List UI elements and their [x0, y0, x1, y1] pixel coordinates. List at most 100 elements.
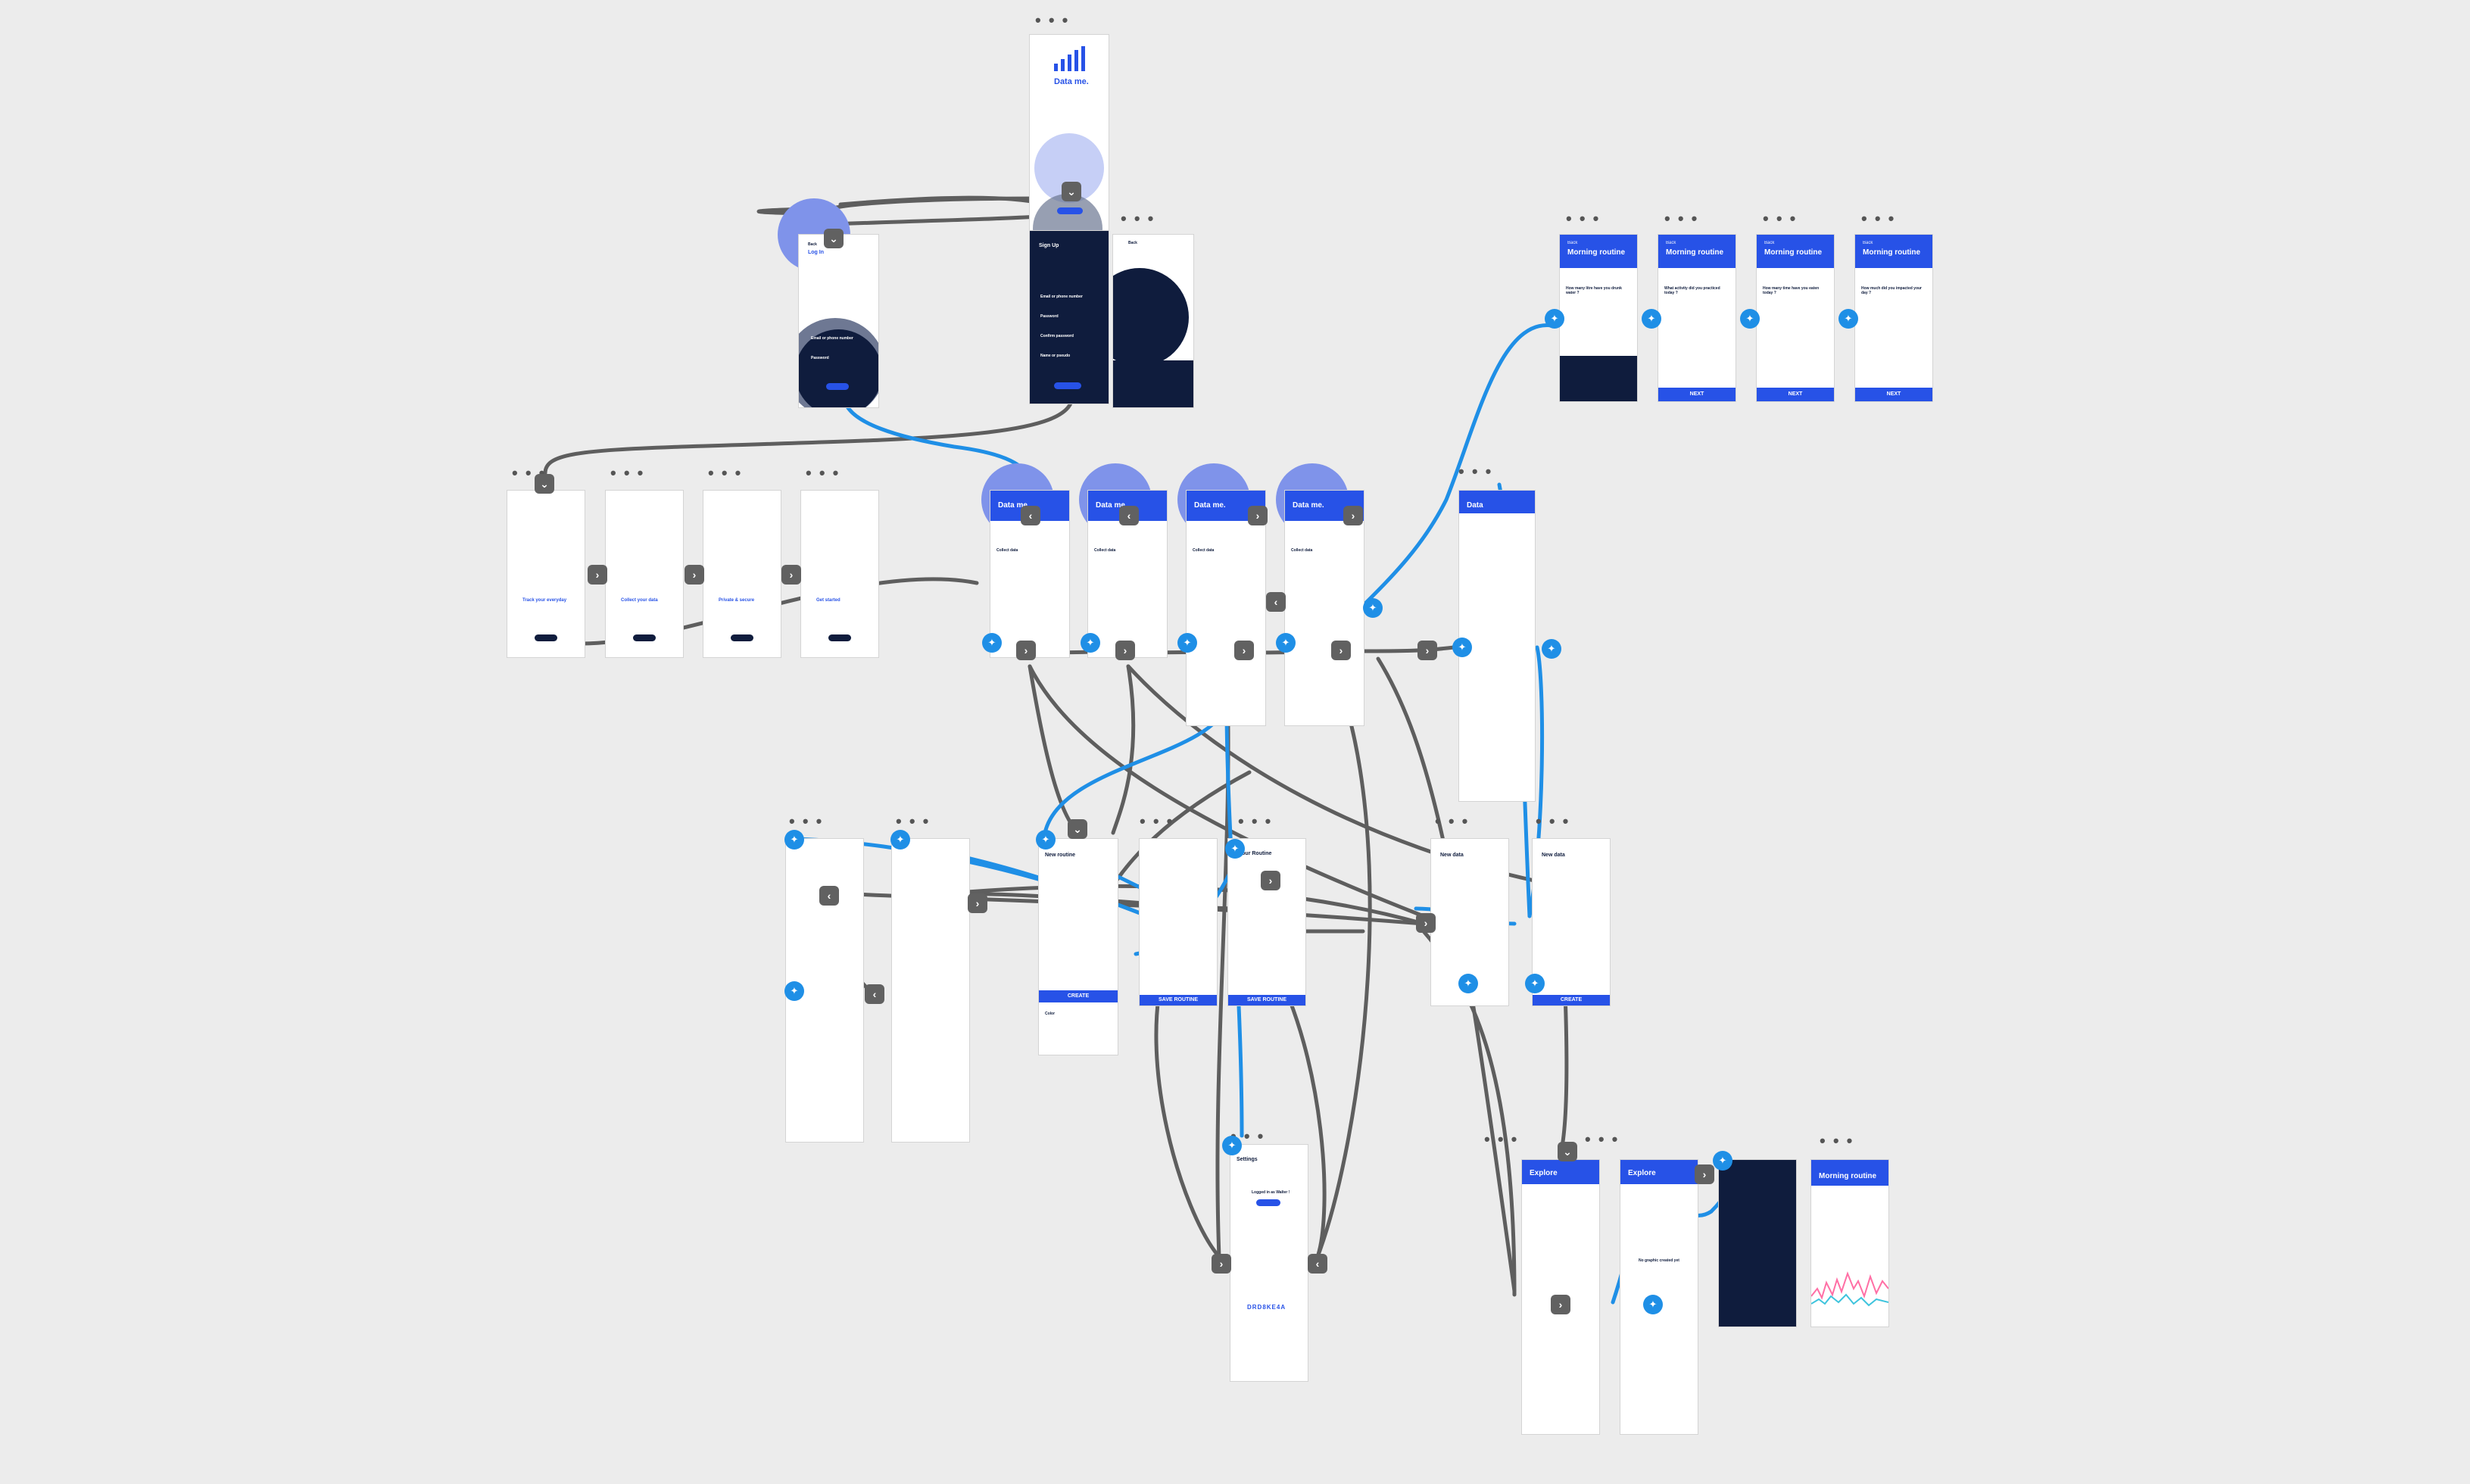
splash-title: Data me.: [1054, 77, 1089, 86]
logout-button[interactable]: [1256, 1199, 1280, 1206]
frame-menu-dots[interactable]: • • •: [789, 812, 824, 831]
connector-node[interactable]: ›: [968, 893, 987, 913]
login-screen: Back Log In Email or phone number Passwo…: [799, 235, 878, 407]
frame-menu-dots[interactable]: • • •: [1820, 1131, 1854, 1150]
next-button[interactable]: NEXT: [1658, 388, 1736, 401]
connector-node[interactable]: ⌄: [1558, 1142, 1577, 1161]
connector-node[interactable]: ›: [1417, 641, 1437, 660]
onboarding-title: Private & secure: [719, 598, 755, 603]
frame-menu-dots[interactable]: • • •: [806, 463, 840, 482]
frame-menu-dots[interactable]: • • •: [1484, 1130, 1519, 1149]
frame-menu-dots[interactable]: • • •: [1121, 209, 1155, 228]
connector-node[interactable]: ›: [1234, 641, 1254, 660]
connector-node[interactable]: ‹: [1308, 1254, 1327, 1274]
frame-menu-dots[interactable]: • • •: [1585, 1130, 1620, 1149]
signup-keyboard-screen: Back: [1113, 235, 1193, 407]
connector-node[interactable]: ⌄: [1062, 182, 1081, 201]
line-chart-2: [1811, 1293, 1888, 1307]
signup-title: Sign Up: [1039, 243, 1059, 248]
pin-icon[interactable]: ✦: [1222, 1136, 1242, 1155]
pin-icon[interactable]: ✦: [890, 830, 910, 850]
connector-node[interactable]: ⌄: [824, 229, 844, 248]
pin-icon[interactable]: ✦: [1458, 974, 1478, 993]
connector-node[interactable]: ‹: [1021, 506, 1040, 525]
onboarding-title: Get started: [816, 598, 840, 603]
frame-menu-dots[interactable]: • • •: [1238, 812, 1273, 831]
onboarding-next-button[interactable]: [828, 634, 851, 641]
pin-icon[interactable]: ✦: [1643, 1295, 1663, 1314]
connector-node[interactable]: ‹: [819, 886, 839, 906]
pin-icon[interactable]: ✦: [784, 830, 804, 850]
frame-menu-dots[interactable]: • • •: [1140, 812, 1174, 831]
onboarding-title: Collect your data: [621, 598, 658, 603]
onboarding-next-button[interactable]: [731, 634, 753, 641]
connector-node[interactable]: ›: [1212, 1254, 1231, 1274]
splash-login-button[interactable]: [1057, 207, 1083, 214]
connector-node[interactable]: ‹: [865, 984, 884, 1004]
pin-icon[interactable]: ✦: [1363, 598, 1383, 618]
bar-chart-logo-icon: [1054, 46, 1085, 71]
dashboard-screen: Data me. Collect data: [1187, 491, 1265, 725]
pin-icon[interactable]: ✦: [1713, 1151, 1732, 1171]
frame-menu-dots[interactable]: • • •: [708, 463, 743, 482]
create-button[interactable]: CREATE: [1039, 990, 1118, 1002]
connector-node[interactable]: ›: [1343, 506, 1363, 525]
pin-icon[interactable]: ✦: [1838, 309, 1858, 329]
connector-node[interactable]: ⌄: [535, 474, 554, 494]
frame-menu-dots[interactable]: • • •: [1566, 209, 1601, 228]
pin-icon[interactable]: ✦: [1036, 830, 1056, 850]
connector-node[interactable]: ›: [1115, 641, 1135, 660]
connector-node[interactable]: ›: [1261, 871, 1280, 890]
frame-menu-dots[interactable]: • • •: [1435, 812, 1470, 831]
next-button[interactable]: NEXT: [1855, 388, 1932, 401]
explore-modal-screen: [1719, 1160, 1796, 1327]
keyboard[interactable]: [1113, 360, 1193, 407]
frame-menu-dots[interactable]: • • •: [1536, 812, 1570, 831]
frame-menu-dots[interactable]: • • •: [1664, 209, 1699, 228]
connector-node[interactable]: ›: [1331, 641, 1351, 660]
login-submit-button[interactable]: [826, 383, 849, 390]
pin-icon[interactable]: ✦: [1545, 309, 1564, 329]
next-button[interactable]: NEXT: [1757, 388, 1834, 401]
frame-menu-dots[interactable]: • • •: [1035, 11, 1070, 30]
pin-icon[interactable]: ✦: [1542, 639, 1561, 659]
onboarding-next-button[interactable]: [535, 634, 557, 641]
pin-icon[interactable]: ✦: [982, 633, 1002, 653]
signup-submit-button[interactable]: [1054, 382, 1081, 389]
frame-menu-dots[interactable]: • • •: [1458, 462, 1493, 481]
pin-icon[interactable]: ✦: [1081, 633, 1100, 653]
connector-node[interactable]: ‹: [1266, 592, 1286, 612]
morning-routine-screen: Back Morning routine What activity did y…: [1658, 235, 1736, 401]
frame-menu-dots[interactable]: • • •: [1861, 209, 1896, 228]
settings-screen: Settings Logged in as Walter ! DRD8KE4A: [1230, 1145, 1308, 1381]
frame-menu-dots[interactable]: • • •: [1763, 209, 1798, 228]
pin-icon[interactable]: ✦: [1642, 309, 1661, 329]
connector-node[interactable]: ›: [1551, 1295, 1570, 1314]
onboarding-next-button[interactable]: [633, 634, 656, 641]
pin-icon[interactable]: ✦: [1225, 839, 1245, 859]
connector-node[interactable]: ⌄: [1068, 819, 1087, 839]
connector-node[interactable]: ›: [781, 565, 801, 585]
connector-node[interactable]: ‹: [1119, 506, 1139, 525]
connector-node[interactable]: ›: [1016, 641, 1036, 660]
your-routine-screen: Your Routine SAVE ROUTINE: [1228, 839, 1305, 1005]
keyboard[interactable]: [1560, 356, 1637, 401]
connector-node[interactable]: ›: [1416, 913, 1436, 933]
connector-node[interactable]: ›: [1695, 1164, 1714, 1184]
new-routine-screen: New routine Color CREATE: [1039, 839, 1118, 1055]
frame-menu-dots[interactable]: • • •: [896, 812, 931, 831]
pin-icon[interactable]: ✦: [1276, 633, 1296, 653]
pin-icon[interactable]: ✦: [1740, 309, 1760, 329]
pin-icon[interactable]: ✦: [1525, 974, 1545, 993]
connector-node[interactable]: ›: [1248, 506, 1268, 525]
morning-routine-screen: Back Morning routine How much did you im…: [1855, 235, 1932, 401]
pin-icon[interactable]: ✦: [1452, 638, 1472, 657]
pin-icon[interactable]: ✦: [1177, 633, 1197, 653]
connector-node[interactable]: ›: [588, 565, 607, 585]
frame-menu-dots[interactable]: • • •: [610, 463, 645, 482]
connector-node[interactable]: ›: [685, 565, 704, 585]
back-link[interactable]: Back: [808, 242, 817, 247]
onboarding-screen: Private & secure: [703, 491, 781, 657]
pin-icon[interactable]: ✦: [784, 981, 804, 1001]
